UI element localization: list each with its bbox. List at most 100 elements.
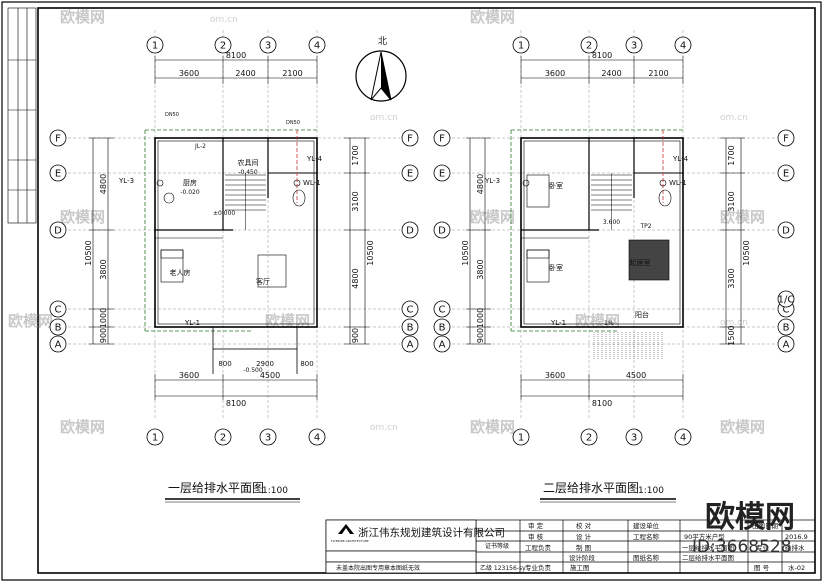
axis-bubble-left: D — [433, 221, 451, 239]
fixtures — [526, 174, 672, 283]
watermark-url: om.cn — [720, 318, 748, 328]
axis-label: 3 — [265, 41, 271, 52]
axis-label: F — [439, 134, 445, 145]
dim-total: 8100 — [592, 399, 612, 408]
pipe-label: TP2 — [639, 223, 651, 230]
room-label: 起居室 — [630, 258, 651, 267]
pipe-label: WL-1 — [303, 179, 321, 187]
axis-bubble-left: B — [433, 318, 451, 336]
axis-label: C — [55, 305, 62, 316]
axis-label: 2 — [586, 41, 592, 52]
axis-label: C — [439, 305, 446, 316]
svg-text:图 号: 图 号 — [754, 564, 770, 572]
plan-title-2: 二层给排水平面图 1:100 — [540, 481, 676, 503]
watermark-layer: 欧模网 欧模网 om.cn 欧模网 欧模网 欧模网 欧模网 欧模网 欧模网 欧模… — [8, 8, 765, 436]
axis-label: E — [783, 169, 789, 180]
level-mark: 3.600 — [603, 219, 620, 226]
svg-text:设 计: 设 计 — [576, 532, 592, 541]
axis-bubble-bottom: 2 — [214, 428, 232, 446]
dim-part: 900 — [476, 328, 485, 343]
axis-bubble-left: E — [49, 164, 67, 182]
axis-bubble-left: A — [433, 335, 451, 353]
axis-label: 4 — [314, 433, 320, 444]
room-label: 农具间 — [238, 158, 259, 167]
axis-label: E — [55, 169, 61, 180]
plan-title-text: 一层给排水平面图 — [168, 481, 264, 495]
axis-label: F — [407, 134, 413, 145]
room-label: 阳台 — [635, 310, 649, 319]
watermark-url: om.cn — [370, 113, 398, 123]
svg-text:专业负责: 专业负责 — [525, 563, 552, 572]
watermark-text: 欧模网 — [470, 208, 515, 226]
axis-bubble-top: 1 — [512, 36, 530, 54]
living-rug — [628, 239, 670, 281]
axis-label: C — [407, 305, 414, 316]
dim-part: 4800 — [351, 268, 360, 288]
axis-bubble-left: C — [433, 300, 451, 318]
svg-text:工程名称: 工程名称 — [633, 532, 660, 541]
axis-bubble-left: F — [49, 129, 67, 147]
fixtures — [160, 189, 306, 288]
dim-part: 900 — [99, 328, 108, 343]
dim-part: 1000 — [99, 308, 108, 328]
axis-bubble-left: A — [49, 335, 67, 353]
axis-label: 4 — [680, 41, 686, 52]
dim-total: 10500 — [84, 240, 93, 265]
axis-bubble-bottom: 1 — [146, 428, 164, 446]
axis-bubble-right: F — [777, 129, 795, 147]
company-logo: FLYMORE ARCHITECTURE — [331, 524, 369, 543]
dim-part: 3600 — [179, 371, 199, 380]
watermark-text: 欧模网 — [470, 8, 515, 26]
slope-label: 1% — [604, 320, 614, 327]
staircase — [225, 173, 266, 230]
axis-label: 4 — [680, 433, 686, 444]
axis-label: A — [439, 340, 446, 351]
svg-text:2016.9: 2016.9 — [785, 533, 808, 541]
axis-bubble-right: E — [777, 164, 795, 182]
svg-text:ID:3668528: ID:3668528 — [692, 537, 792, 557]
axis-label: D — [406, 226, 414, 237]
axis-label: B — [439, 323, 446, 334]
axis-label: 1 — [518, 433, 524, 444]
watermark-text: 欧模网 — [470, 418, 515, 436]
axis-bubble-top: 2 — [214, 36, 232, 54]
svg-text:给排水: 给排水 — [785, 543, 805, 552]
axis-label: C — [783, 305, 790, 316]
axis-label: F — [55, 134, 61, 145]
axis-label: 3 — [631, 433, 637, 444]
dim-part: 3800 — [476, 259, 485, 279]
svg-text:90平方米户型: 90平方米户型 — [684, 532, 725, 541]
axis-label: 2 — [220, 433, 226, 444]
notice-text: 未盖本院出图专用章本图纸无效 — [336, 564, 420, 572]
axis-label: 2 — [586, 433, 592, 444]
binding-strip — [7, 7, 37, 224]
cert-label: 证书等级 — [485, 542, 509, 550]
company-name: 浙江伟东规划建筑设计有限公司 — [358, 526, 505, 539]
walls — [154, 137, 318, 328]
axis-bubble-right: F — [401, 129, 419, 147]
axis-bubble-top: 3 — [259, 36, 277, 54]
axis-label: A — [55, 340, 62, 351]
dim-total: 8100 — [592, 51, 612, 60]
watermark-text: 欧模网 — [265, 312, 310, 330]
svg-text:出图日期: 出图日期 — [752, 521, 779, 530]
svg-text:二层给排水平面图: 二层给排水平面图 — [682, 553, 734, 562]
svg-text:施工图: 施工图 — [570, 563, 590, 572]
dim-part: 2400 — [601, 69, 621, 78]
svg-text:水-02: 水-02 — [788, 563, 805, 572]
watermark-text: 欧模网 — [60, 418, 105, 436]
level-mark: -0.500 — [243, 367, 263, 374]
plan-title-text: 二层给排水平面图 — [543, 481, 639, 495]
room-level: -0.450 — [238, 169, 258, 176]
axis-bubble-right: E — [401, 164, 419, 182]
plan-title-1: 一层给排水平面图 1:100 — [165, 481, 300, 503]
axis-bubble-right: D — [401, 221, 419, 239]
north-compass: 北 — [355, 36, 407, 102]
entrance — [212, 326, 298, 374]
axis-bubble-left: F — [433, 129, 451, 147]
title-block-cells: 审 定 审 核 工程负责 专业负责 校 对 设 计 制 图 设计阶段 施工图 建… — [525, 521, 808, 572]
room-label: 客厅 — [256, 277, 270, 286]
